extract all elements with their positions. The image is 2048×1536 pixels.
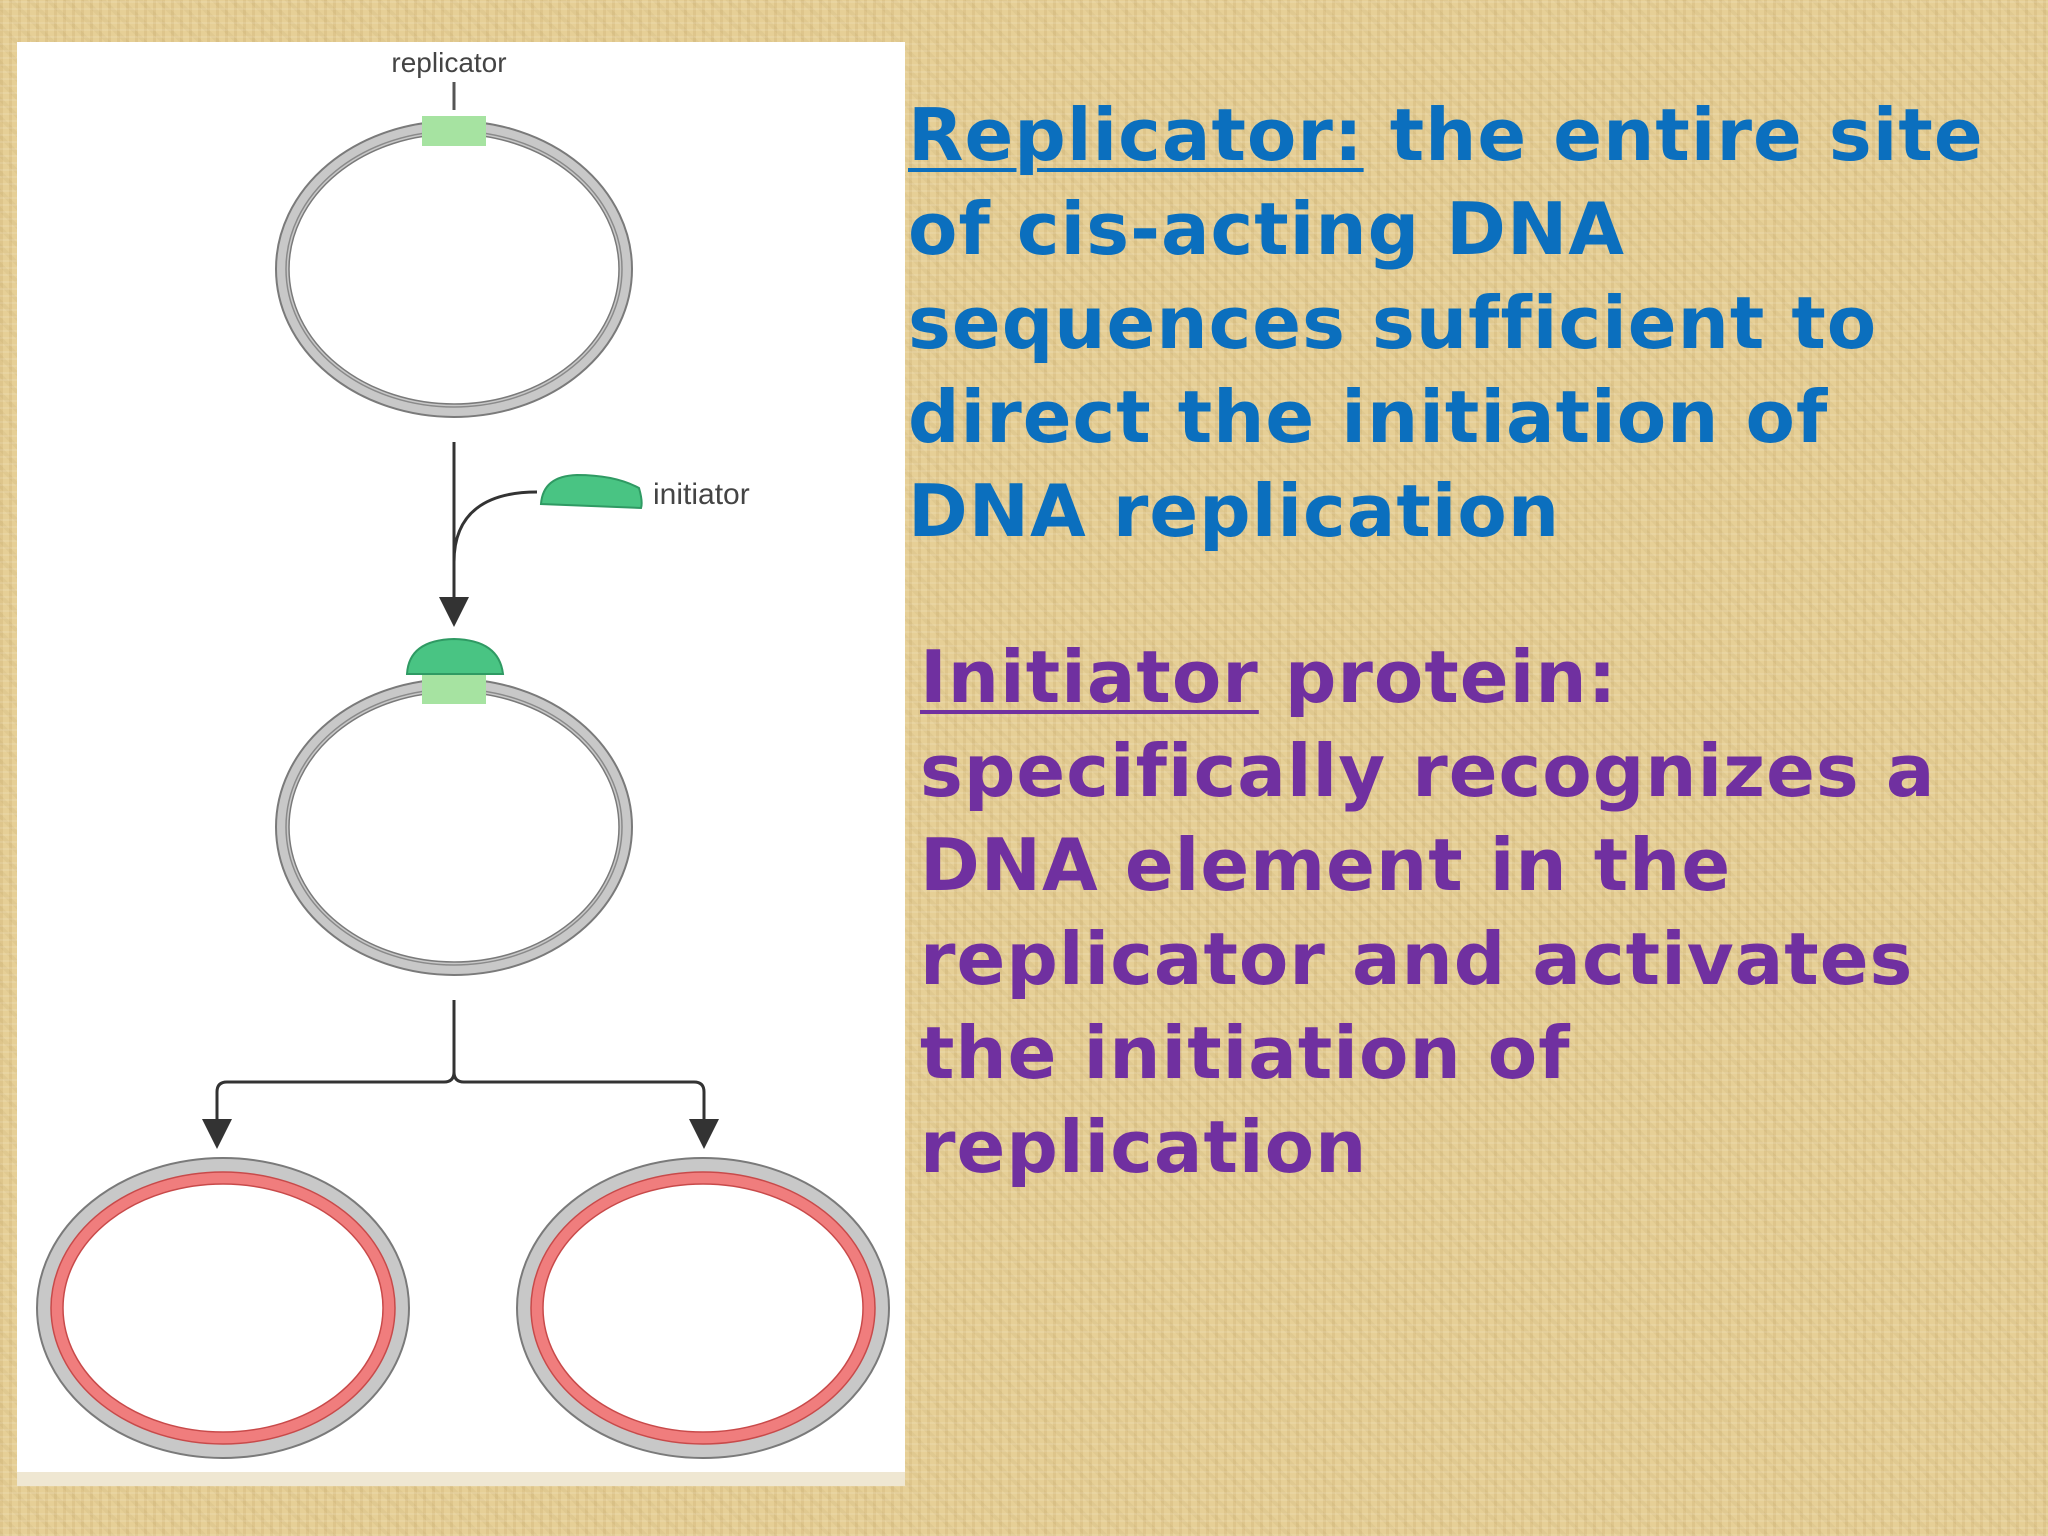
initiator-bound-plasmid <box>276 639 632 975</box>
daughter-plasmid-left <box>37 1158 409 1458</box>
replicator-definition: Replicator: the entire site of cis-actin… <box>908 88 2018 558</box>
replicator-site <box>422 116 486 146</box>
daughter-plasmid-right <box>517 1158 889 1458</box>
initiator-label: initiator <box>653 478 750 511</box>
initiator-term: Initiator <box>920 635 1259 719</box>
bound-initiator-protein <box>407 639 503 674</box>
right-branch-arrow <box>454 1072 704 1134</box>
parental-plasmid <box>276 116 632 417</box>
replication-diagram-svg: replicator initiator <box>17 42 905 1486</box>
replicator-site-bound <box>422 674 486 704</box>
replication-diagram: replicator initiator <box>17 42 905 1486</box>
cropped-caption-strip <box>17 1472 905 1486</box>
replicator-term: Replicator: <box>908 93 1364 177</box>
replicator-label: replicator <box>391 47 506 78</box>
free-initiator-protein <box>541 475 642 508</box>
initiator-definition: Initiator protein: specifically recogniz… <box>920 630 2030 1194</box>
left-branch-arrow <box>217 1000 454 1134</box>
initiator-join-curve <box>454 492 537 562</box>
